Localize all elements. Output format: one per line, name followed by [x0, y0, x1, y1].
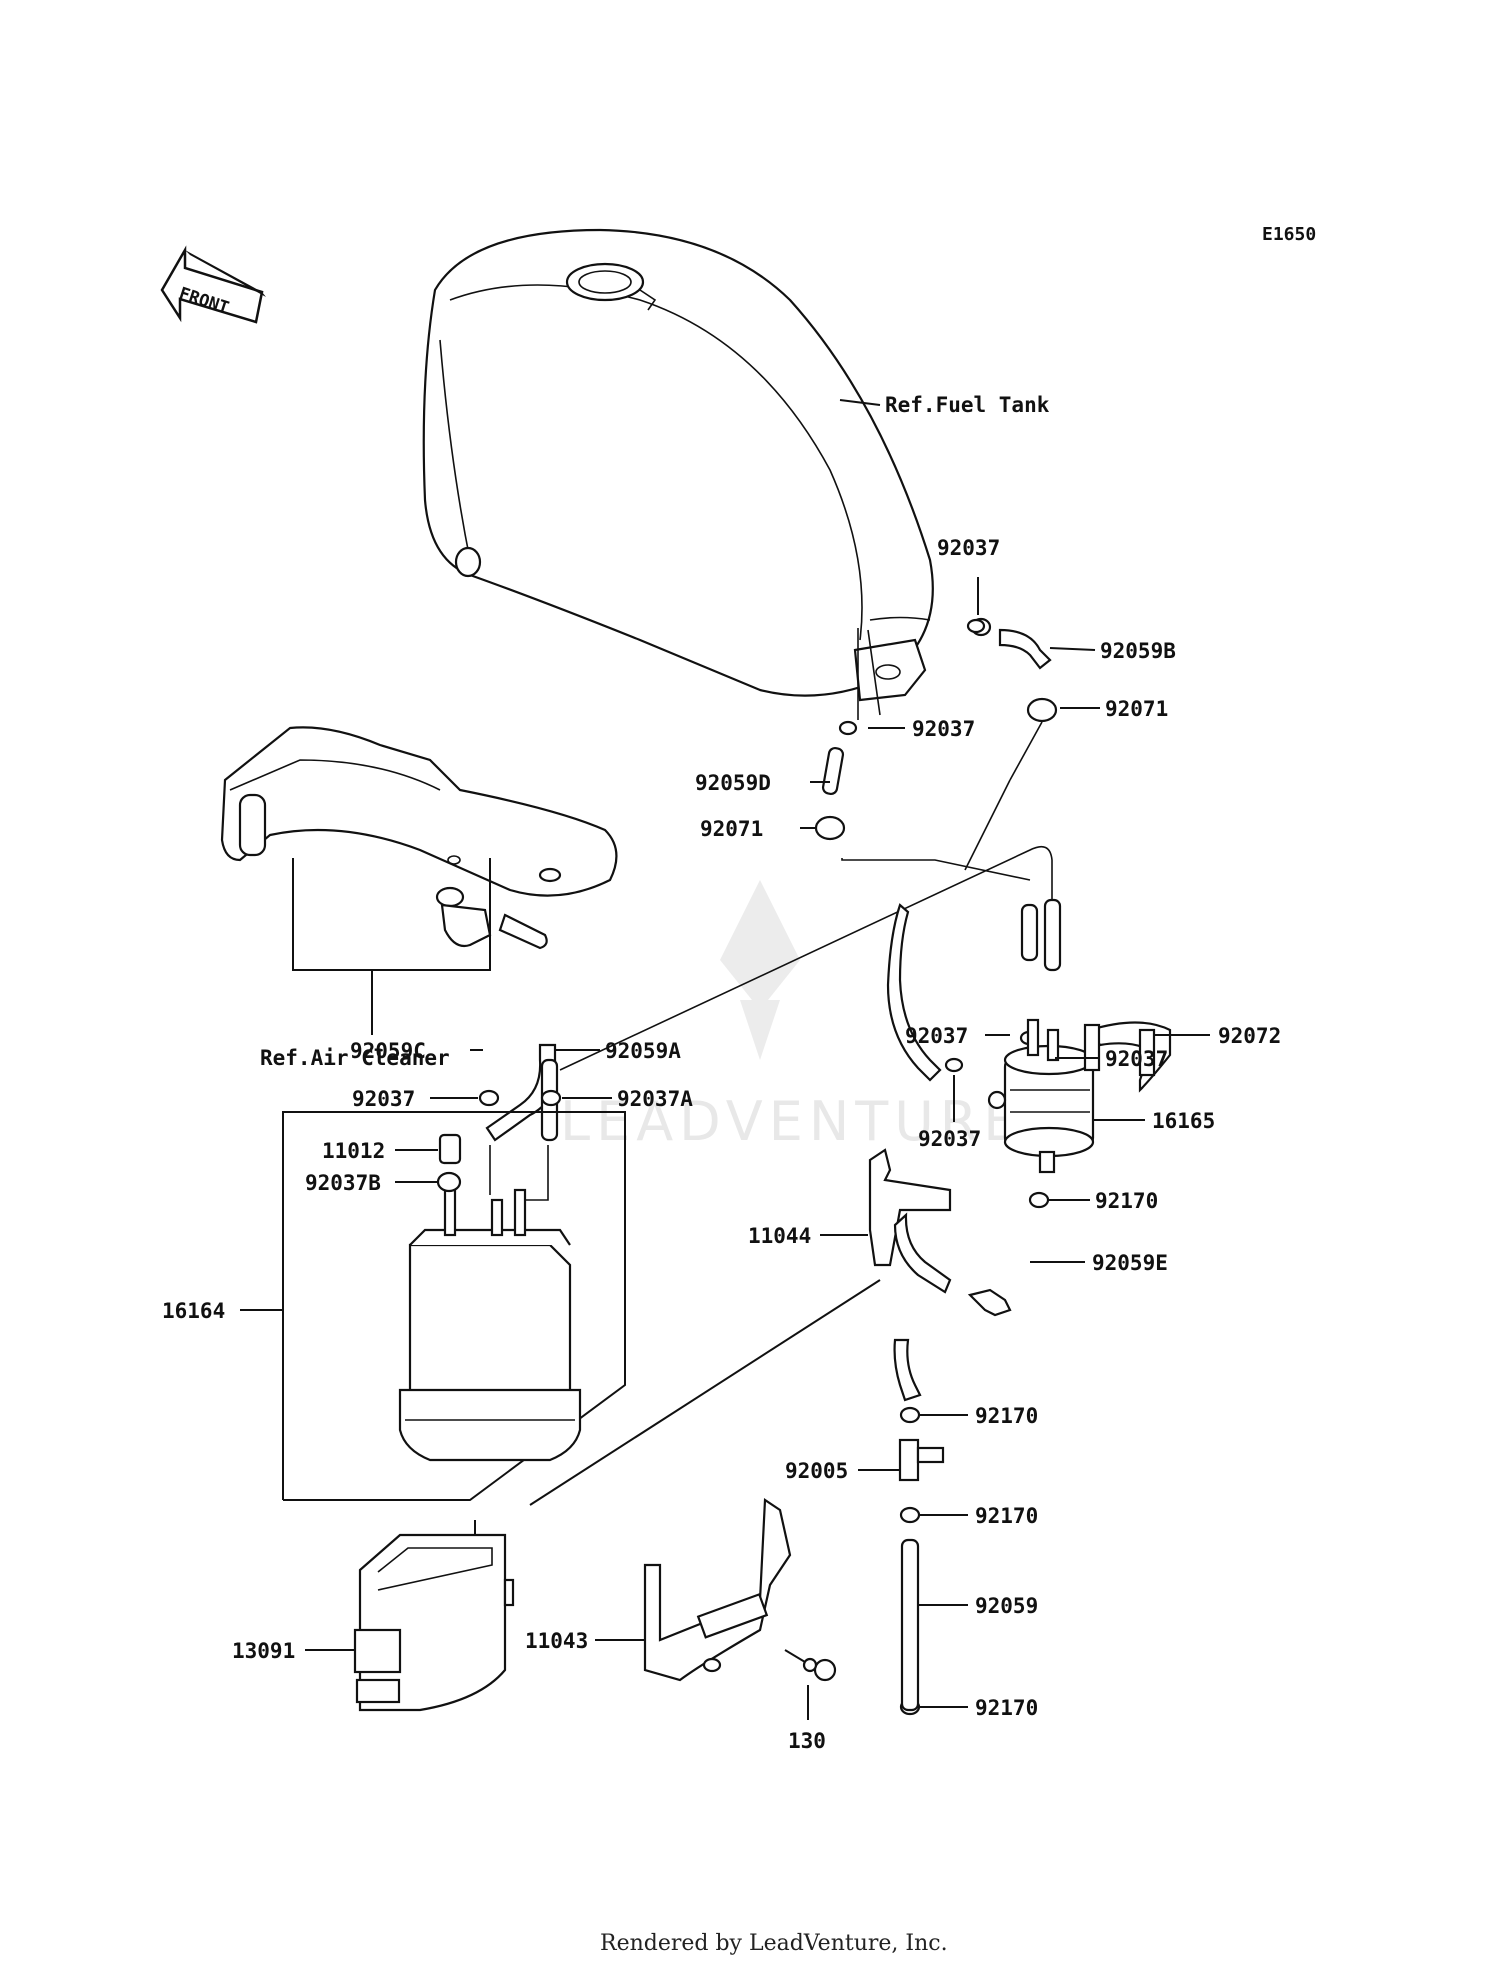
part-label-92037-canister: 92037	[352, 1087, 415, 1111]
part-label-92037-top: 92037	[937, 536, 1000, 560]
part-label-92059: 92059	[975, 1594, 1038, 1618]
ref-air-cleaner-label: Ref.Air Cleaner	[260, 1046, 450, 1070]
leader-lines	[240, 577, 1210, 1720]
part-label-16164: 16164	[162, 1299, 225, 1323]
part-label-92170-1: 92170	[1095, 1189, 1158, 1213]
part-label-92037b: 92037B	[305, 1171, 381, 1195]
footer-credit: Rendered by LeadVenture, Inc.	[600, 1931, 948, 1956]
bracket-11044-drawing	[868, 1148, 952, 1267]
ref-fuel-tank-label: Ref.Fuel Tank	[885, 393, 1050, 417]
part-label-92059e: 92059E	[1092, 1251, 1168, 1275]
part-label-92037-filter-right: 92037	[1105, 1047, 1168, 1071]
hose-routing-lines	[485, 617, 1062, 1270]
part-label-11043: 11043	[525, 1629, 588, 1653]
leader-bracket-11044-dash	[529, 1279, 881, 1506]
front-arrow-icon: FRONT	[160, 245, 266, 324]
bracket-11043-drawing	[643, 1498, 792, 1682]
part-labels: 92037 92059B 92071 92037 92059D 92071 92…	[162, 536, 1281, 1753]
part-label-16165: 16165	[1152, 1109, 1215, 1133]
part-label-130: 130	[788, 1729, 826, 1753]
air-cleaner-drawing	[220, 726, 618, 950]
diagram-code: E1650	[1262, 224, 1316, 245]
part-label-92059c: 92059C	[350, 1039, 426, 1063]
part-label-92059a: 92059A	[605, 1039, 681, 1063]
part-label-92071-right: 92071	[1105, 697, 1168, 721]
part-label-92170-2: 92170	[975, 1404, 1038, 1428]
part-label-92059d: 92059D	[695, 771, 771, 795]
part-label-92170-3: 92170	[975, 1504, 1038, 1528]
part-label-92059b: 92059B	[1100, 639, 1176, 663]
fuel-tank-drawing	[422, 228, 934, 702]
bolt-icon	[784, 1649, 837, 1682]
part-label-13091: 13091	[232, 1639, 295, 1663]
leader-fuel-tank	[839, 399, 881, 406]
part-label-92170-4: 92170	[975, 1696, 1038, 1720]
part-label-92037a: 92037A	[617, 1087, 693, 1111]
part-label-92005: 92005	[785, 1459, 848, 1483]
leader-air-cleaner-bracket	[292, 858, 491, 971]
part-label-92037-mid: 92037	[912, 717, 975, 741]
watermark: LEADVENTURE	[560, 880, 1023, 1153]
tee-fitting-drawing	[893, 1212, 1012, 1712]
part-label-92037-filter-bottom: 92037	[918, 1127, 981, 1151]
part-label-11012: 11012	[322, 1139, 385, 1163]
part-label-11044: 11044	[748, 1224, 811, 1248]
canister-cover-drawing	[353, 1533, 515, 1712]
part-label-92037-filter-left: 92037	[905, 1024, 968, 1048]
watermark-text: LEADVENTURE	[560, 1090, 1023, 1153]
part-label-92072: 92072	[1218, 1024, 1281, 1048]
part-label-92071-left: 92071	[700, 817, 763, 841]
